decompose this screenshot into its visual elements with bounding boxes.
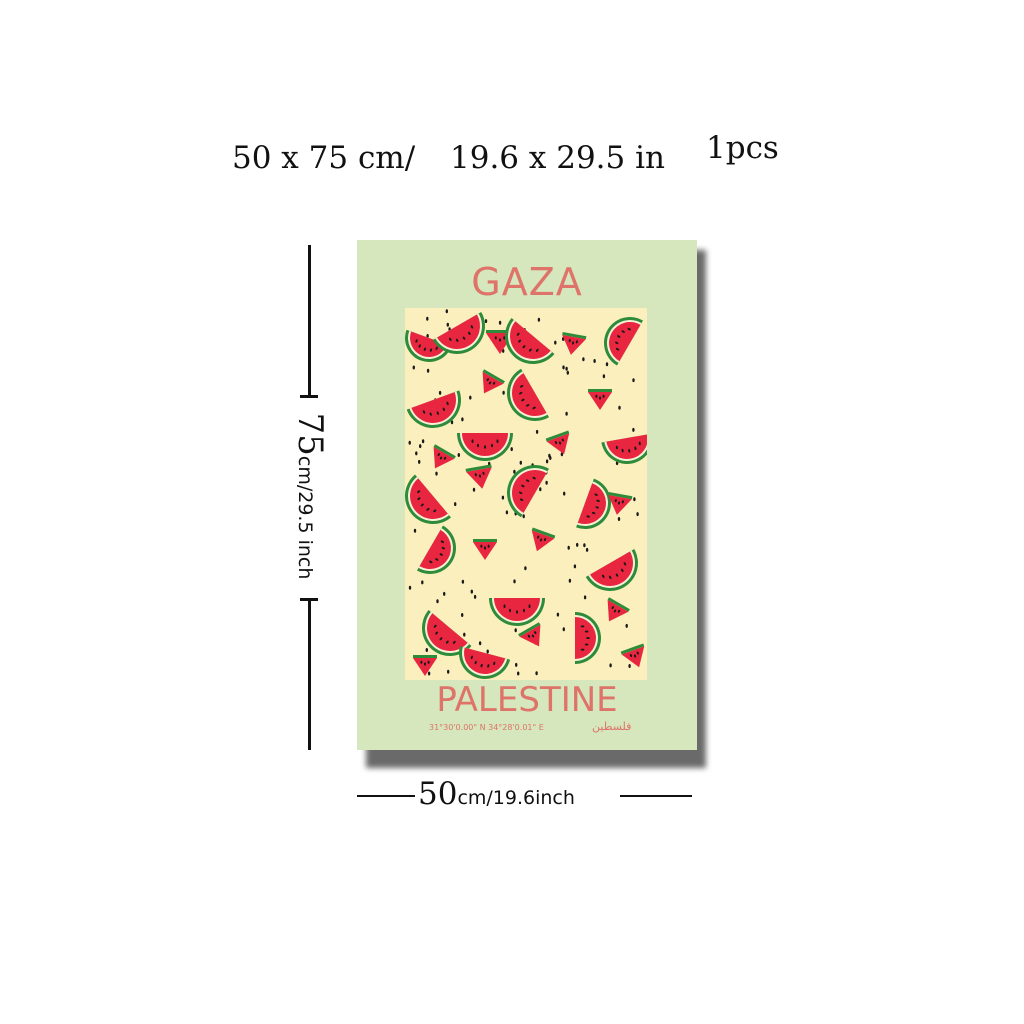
poster-title: GAZA	[471, 260, 583, 304]
quantity-text: 1pcs	[706, 130, 779, 166]
width-dimension-label: 50cm/19.6inch	[418, 776, 575, 812]
watermelon-slice	[608, 492, 633, 515]
watermelon-slice	[604, 317, 643, 366]
watermelon-slice	[413, 655, 437, 676]
watermelon-slice	[545, 430, 570, 455]
watermelon-slice	[465, 464, 492, 489]
watermelon-slice	[588, 389, 612, 410]
width-value: 50	[418, 776, 458, 812]
size-in-text: 19.6 x 29.5 in	[450, 140, 665, 176]
poster-subtitle: PALESTINE	[436, 680, 618, 720]
watermelon-slice	[607, 597, 630, 622]
watermelon-slice	[489, 598, 545, 626]
watermelon-slice	[432, 312, 485, 354]
poster-arabic-name: فلسطين	[592, 720, 632, 733]
watermelon-slice	[459, 646, 511, 679]
watermelon-slice	[507, 368, 549, 421]
height-dimension-line-bottom	[308, 598, 311, 750]
watermelon-slice	[518, 622, 541, 647]
watermelon-slice	[585, 549, 638, 591]
watermelon-slice	[417, 525, 456, 574]
height-dimension-tick-top	[300, 395, 318, 398]
watermelon-slice	[505, 318, 555, 364]
watermelon-slice	[405, 329, 452, 362]
watermelon-slice-icon	[405, 309, 647, 679]
poster: GAZA PALESTINE 31°30'0.00" N 34°28'0.01"…	[357, 240, 697, 750]
width-dimension-line-left	[357, 795, 415, 797]
watermelon-slice	[473, 539, 497, 560]
watermelon-slice	[422, 610, 472, 656]
size-cm-text: 50 x 75 cm/	[232, 140, 416, 176]
watermelon-slice	[482, 369, 505, 394]
watermelon-slice	[507, 465, 549, 518]
watermelon-slice	[457, 433, 513, 461]
height-dimension-line-top	[308, 245, 311, 395]
watermelon-pattern	[405, 308, 647, 680]
watermelon-slice	[576, 478, 611, 529]
watermelon-slice	[575, 612, 601, 664]
watermelon-slice	[406, 390, 461, 428]
poster-coordinates: 31°30'0.00" N 34°28'0.01" E	[429, 723, 544, 732]
watermelon-slice	[562, 332, 587, 355]
height-dimension-label: 75cm/29.5 inch	[290, 413, 330, 580]
watermelon-slice	[531, 527, 556, 552]
headline: 50 x 75 cm/ 19.6 x 29.5 in 1pcs	[232, 126, 832, 176]
watermelon-slice	[601, 433, 647, 464]
watermelon-slice	[433, 444, 456, 469]
watermelon-slice	[620, 643, 645, 668]
width-units: cm/19.6inch	[457, 787, 575, 809]
watermelon-slice	[405, 474, 451, 524]
width-dimension-line-right	[620, 795, 692, 797]
height-value: 75	[290, 412, 330, 456]
height-units: cm/29.5 inch	[294, 455, 316, 580]
